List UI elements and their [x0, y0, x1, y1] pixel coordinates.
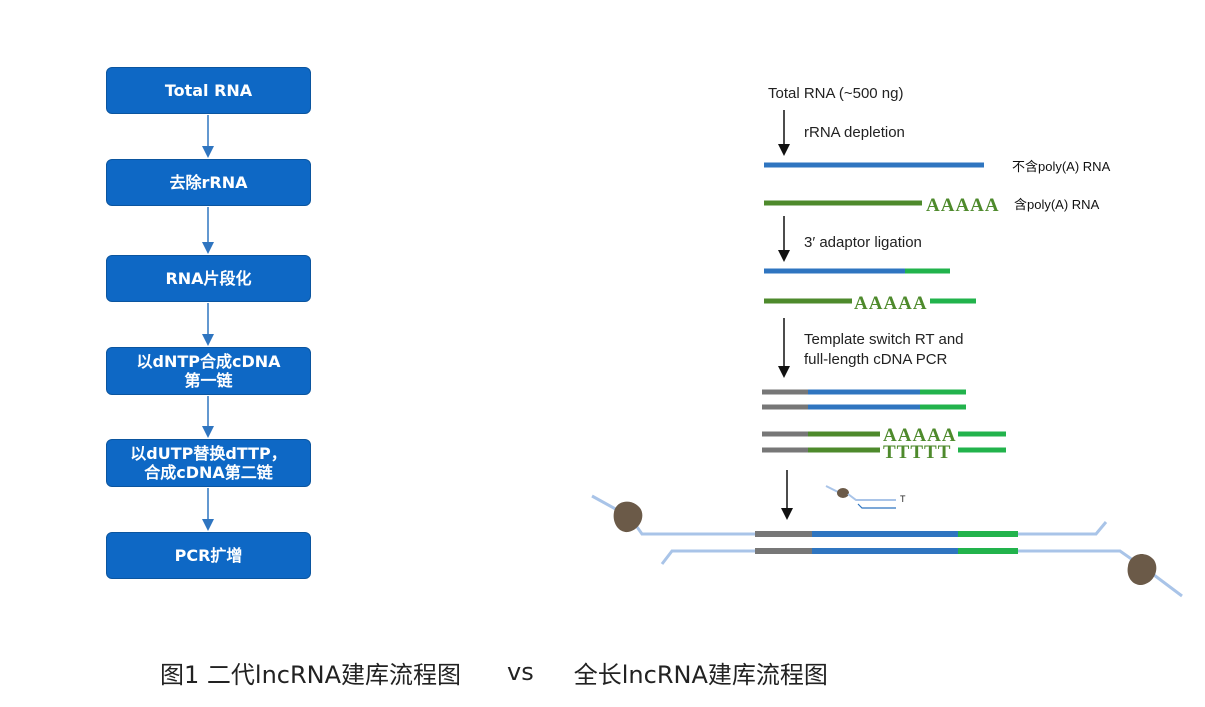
flow-step-total-rna: Total RNA [106, 67, 311, 114]
flow-step-first-strand: 以dNTP合成cDNA 第一链 [106, 347, 311, 395]
polya-tail: AAAAA [854, 293, 928, 314]
flow-step-label-line1: 以dUTP替换dTTP， [130, 444, 287, 463]
flow-step-fragmentation: RNA片段化 [106, 255, 311, 302]
step2-label: 3′ adaptor ligation [804, 234, 922, 251]
bottom-light-strand-end [1018, 549, 1183, 598]
flow-step-label-line2: 合成cDNA第二链 [144, 463, 273, 482]
sequencing-strands [591, 494, 1183, 598]
flow-step-label: PCR扩增 [174, 546, 243, 565]
step3-label-line2: full-length cDNA PCR [804, 351, 948, 368]
flow-step-label-line1: 以dNTP合成cDNA [136, 352, 281, 371]
step1-label: rRNA depletion [804, 124, 905, 141]
polya-label: 含poly(A) RNA [1014, 197, 1100, 212]
flow-step-label: RNA片段化 [165, 269, 252, 288]
non-polya-label: 不含poly(A) RNA [1012, 159, 1111, 174]
caption-vs: vs [507, 658, 534, 686]
start-label: Total RNA (~500 ng) [768, 85, 904, 102]
polya-tail: AAAAA [883, 425, 957, 446]
nanopore-right [1127, 554, 1157, 585]
figure-caption: 图1 二代lncRNA建库流程图 vs 全长lncRNA建库流程图 [160, 652, 828, 692]
flow-step-second-strand: 以dUTP替换dTTP， 合成cDNA第二链 [106, 439, 311, 487]
flow-step-pcr: PCR扩增 [106, 532, 311, 579]
flow-step-remove-rrna: 去除rRNA [106, 159, 311, 206]
nanopore-left [613, 501, 643, 533]
caption-left: 图1 二代lncRNA建库流程图 [160, 660, 462, 689]
polyt-tail: TTTTT [883, 442, 951, 463]
flow-step-label-line2: 第一链 [184, 371, 233, 390]
small-pore-icon: T [825, 485, 906, 509]
caption-right: 全长lncRNA建库流程图 [573, 660, 828, 689]
step3-label-line1: Template switch RT and [804, 331, 964, 348]
top-light-strand-end [1018, 521, 1108, 536]
bottom-light-strand [660, 549, 755, 565]
right-diagram: Total RNA (~500 ng) rRNA depletion 不含pol… [591, 85, 1183, 598]
flow-step-label: 去除rRNA [169, 173, 248, 192]
flow-step-label: Total RNA [164, 81, 253, 100]
polya-tail: AAAAA [926, 195, 1000, 216]
small-t-label: T [900, 494, 906, 504]
